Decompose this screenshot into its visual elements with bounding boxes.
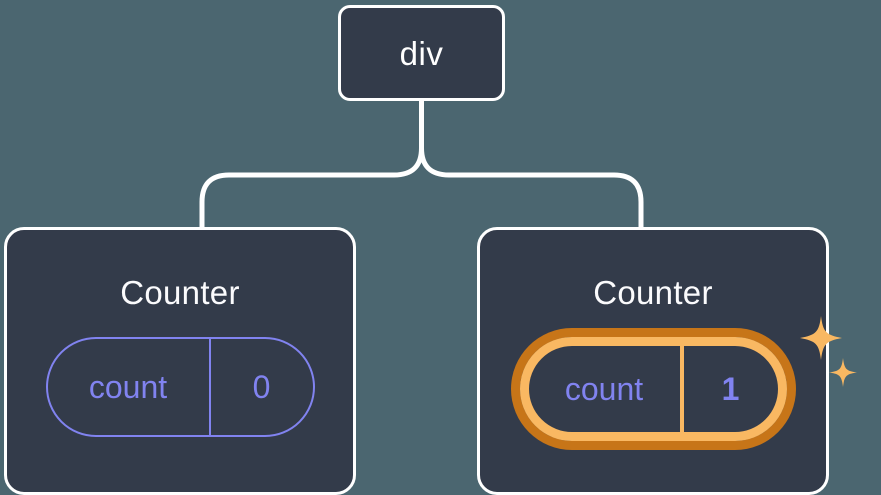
state-pill-left-wrapper: count 0 [45, 337, 315, 437]
state-value-right: 1 [721, 371, 740, 407]
state-pill-right-wrapper: count 1 [519, 337, 787, 441]
sparkle-small-icon [829, 358, 857, 387]
node-counter-left[interactable]: Counter count 0 [4, 227, 356, 495]
state-pill-right[interactable]: count 1 [519, 337, 787, 441]
node-div[interactable]: div [338, 5, 505, 101]
node-div-label: div [399, 34, 444, 72]
node-counter-left-label: Counter [120, 274, 240, 311]
connector-branch-right [419, 147, 644, 229]
node-counter-right-label: Counter [593, 274, 713, 311]
state-value-left: 0 [252, 369, 271, 405]
state-key-left: count [48, 339, 211, 435]
state-pill-left[interactable]: count 0 [45, 337, 315, 437]
node-counter-right[interactable]: Counter count 1 [477, 227, 829, 495]
state-key-right: count [529, 346, 684, 432]
connector-branch-left [199, 147, 424, 229]
